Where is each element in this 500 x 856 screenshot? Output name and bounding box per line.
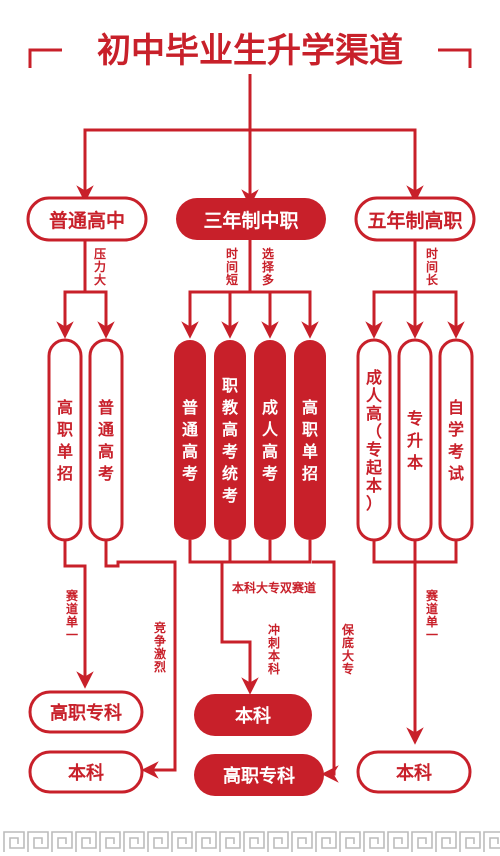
pill-center-gaokao: 普通高考 xyxy=(174,340,206,540)
note-left-competition: 竞争激烈 xyxy=(154,620,166,674)
note-pressure: 压力大 xyxy=(94,247,106,287)
title-frame: 初中毕业生升学渠道 xyxy=(28,26,472,74)
pill-right-upgrade-label: 专升本 xyxy=(407,409,423,472)
node-five-year-vocational: 五年制高职 xyxy=(354,196,476,242)
page-title: 初中毕业生升学渠道 xyxy=(97,31,403,71)
node-general-high-school: 普通高中 xyxy=(26,196,148,242)
pill-right-self-study-label: 自学考试 xyxy=(448,398,464,483)
pill-right-self-study: 自学考试 xyxy=(438,338,474,542)
pill-center-vocational-exam: 高职单招 xyxy=(294,340,326,540)
node-center-bottom-2-label: 高职专科 xyxy=(223,765,295,787)
node-general-high-school-label: 普通高中 xyxy=(49,209,125,232)
pill-left-vocational-exam: 高职单招 xyxy=(47,338,83,542)
note-more-choices: 选择多 xyxy=(262,246,275,287)
note-time-long: 时间长 xyxy=(426,246,439,287)
connectors xyxy=(56,74,465,783)
notes: 压力大 时间短 选择多 时间长赛道单一竞争激烈 冲刺本科 保底大专 赛道单一 本科大专双赛道 xyxy=(65,246,439,676)
note-center-sprint: 冲刺本科 xyxy=(267,622,280,676)
pill-center-gaokao-label: 普通高考 xyxy=(182,398,198,483)
pill-center-vocational-exam-label: 高职单招 xyxy=(302,398,318,483)
pill-right-upgrade: 专升本 xyxy=(397,338,433,542)
fret-border xyxy=(3,831,500,852)
note-left-single-track: 赛道单一 xyxy=(65,588,79,642)
node-left-bottom-1-label: 高职专科 xyxy=(50,702,122,724)
pill-center-vocational-gaokao-label: 职教高考统考 xyxy=(222,376,239,505)
pills: 高职单招 普通高考 普通高考 职教高考统考 成人高考 高职单招 成人高（专起本） 专升本 自学考… xyxy=(47,338,474,542)
pill-left-gaokao: 普通高考 xyxy=(88,338,124,542)
pill-center-vocational-gaokao: 职教高考统考 xyxy=(214,340,246,540)
node-center-bottom-1: 本科 xyxy=(194,694,312,736)
node-right-bottom-1: 本科 xyxy=(356,750,472,794)
pill-center-adult-exam-label: 成人高考 xyxy=(262,398,279,483)
pill-center-adult-exam: 成人高考 xyxy=(254,340,286,540)
pill-left-gaokao-label: 普通高考 xyxy=(98,398,114,483)
node-left-bottom-2: 本科 xyxy=(28,750,144,794)
pill-right-adult-upgrade-label: 成人高（专起本） xyxy=(365,368,383,513)
node-right-bottom-1-label: 本科 xyxy=(396,762,432,784)
node-center-bottom-1-label: 本科 xyxy=(235,705,271,727)
node-three-year-vocational: 三年制中职 xyxy=(176,198,326,240)
node-left-bottom-1: 高职专科 xyxy=(28,690,144,734)
node-center-bottom-2: 高职专科 xyxy=(194,754,324,796)
pill-left-vocational-exam-label: 高职单招 xyxy=(57,398,73,483)
note-right-single-track: 赛道单一 xyxy=(425,588,439,642)
note-time-short: 时间短 xyxy=(226,246,238,287)
node-five-year-vocational-label: 五年制高职 xyxy=(367,209,462,232)
note-center-fallback: 保底大专 xyxy=(341,622,355,676)
note-dual-track: 本科大专双赛道 xyxy=(232,580,316,595)
pill-right-adult-upgrade: 成人高（专起本） xyxy=(356,338,392,542)
node-left-bottom-2-label: 本科 xyxy=(68,762,104,784)
node-three-year-vocational-label: 三年制中职 xyxy=(203,209,298,232)
